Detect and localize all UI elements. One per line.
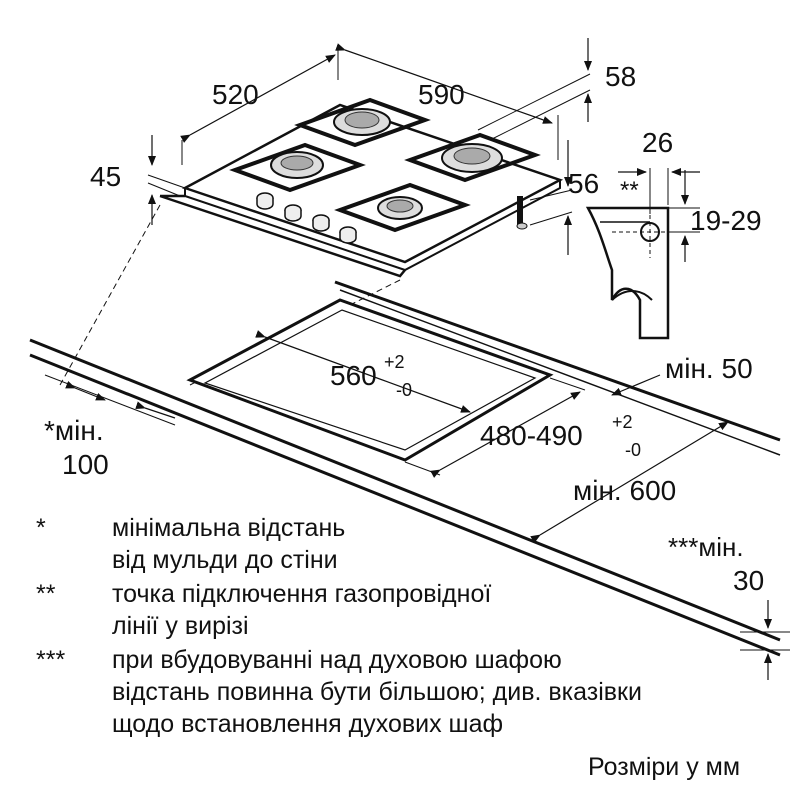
- cutout-depth-plus: +2: [612, 412, 633, 432]
- oven-clearance-prefix: ***мін.: [668, 532, 744, 562]
- units-note: Розміри у мм: [588, 753, 740, 781]
- cutout-width-plus: +2: [384, 352, 405, 372]
- note-3-line-2: відстань повинна бути більшою; див. вказ…: [112, 678, 642, 706]
- worktop-section-drawing: [585, 168, 700, 340]
- note-3-line-1: при вбудовуванні над духовою шафою: [112, 646, 562, 674]
- front-clearance-label: мін. 600: [573, 475, 676, 506]
- footnotes: * мінімальна відстань від мульди до стін…: [36, 514, 642, 738]
- worktop-drawing: [29, 280, 790, 680]
- hob-dimension-lines: [147, 38, 592, 255]
- hob-height-label: 45: [90, 161, 121, 192]
- burner-rear-right: [441, 143, 503, 173]
- note-3-line-3: щодо встановлення духових шаф: [112, 710, 503, 738]
- wall-clearance-prefix: *мін.: [44, 415, 104, 446]
- hob-depth-label: 520: [212, 79, 259, 110]
- note-1-line-2: від мульди до стіни: [112, 546, 338, 574]
- hob-width-label: 590: [418, 79, 465, 110]
- note-1-line-1: мінімальна відстань: [112, 514, 345, 542]
- worktop-thickness-label: 19-29: [690, 205, 762, 236]
- burner-rear-left: [333, 108, 391, 136]
- oven-clearance-value: 30: [733, 565, 764, 596]
- gas-point-marker: **: [620, 177, 639, 204]
- burner-front-left: [270, 151, 324, 179]
- note-2-line-1: точка підключення газопровідної: [112, 580, 491, 608]
- connector-width-label: 26: [642, 127, 673, 158]
- hob-drawing: [159, 97, 564, 278]
- burner-offset-label: 58: [605, 61, 636, 92]
- note-1-mark: *: [36, 514, 46, 542]
- cutout-width-label: 560: [330, 360, 377, 391]
- cutout-depth-minus: -0: [625, 440, 641, 460]
- control-knobs: [256, 192, 357, 244]
- back-clearance-label: мін. 50: [665, 353, 753, 384]
- note-3-mark: ***: [36, 646, 65, 674]
- cutout-depth-label: 480-490: [480, 420, 583, 451]
- wall-clearance-value: 100: [62, 449, 109, 480]
- note-2-mark: **: [36, 580, 56, 608]
- note-2-line-2: лінії у вирізі: [112, 612, 249, 640]
- burner-front-right: [377, 196, 423, 220]
- cutout-width-minus: -0: [396, 380, 412, 400]
- connector-height-label: 56: [568, 168, 599, 199]
